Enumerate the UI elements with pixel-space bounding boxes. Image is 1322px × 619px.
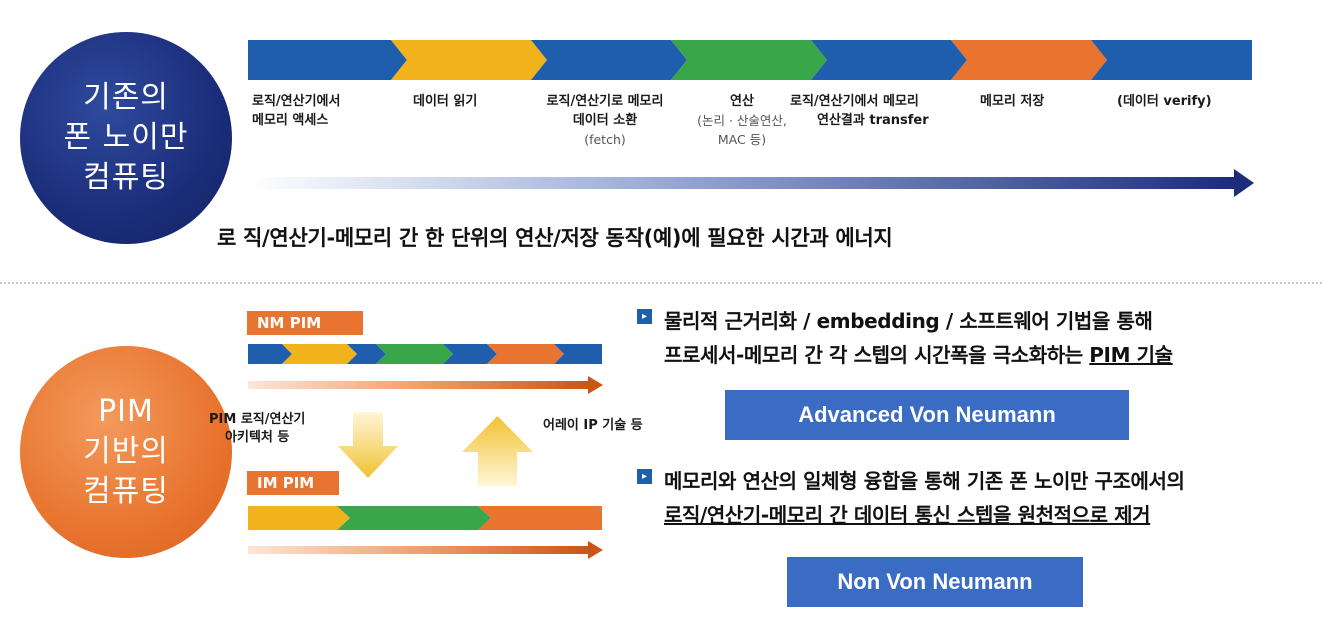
step-label-data-read: 데이터 읽기	[413, 92, 477, 111]
bullet-non-von-text: 메모리와 연산의 일체형 융합을 통해 기존 폰 노이만 구조에서의 로직/연산…	[664, 464, 1185, 532]
nm-time-arrow	[248, 376, 603, 394]
top-chevron-2	[391, 40, 547, 80]
step-label-compute: 연산 (논리 · 산술연산, MAC 등)	[672, 92, 812, 149]
top-chevron-5	[811, 40, 967, 80]
step-text: 로직/연산기로 메모리	[546, 94, 664, 109]
circle-line: 기반의	[83, 434, 169, 469]
step-subtext: (fetch)	[584, 132, 626, 147]
top-chevron-3	[531, 40, 687, 80]
array-ip-label: 어레이 IP 기술 등	[543, 418, 643, 433]
non-von-neumann-box: Non Von Neumann	[787, 557, 1083, 607]
bullet-line-plain: 프로세서-메모리 간 각 스텝의 시간폭을 극소화하는	[664, 343, 1090, 367]
pim-computing-circle: PIM 기반의 컴퓨팅	[20, 346, 232, 558]
step-text: 메모리 액세스	[252, 113, 329, 128]
circle-line: PIM	[98, 394, 154, 429]
step-label-memory-store: 메모리 저장	[980, 92, 1044, 111]
step-text: 연산	[730, 94, 754, 109]
bullet-line-underlined: 로직/연산기-메모리 간 데이터 통신 스텝을 원천적으로 제거	[664, 503, 1151, 527]
bullet-line: 물리적 근거리화 / embedding / 소프트웨어 기법을 통해	[664, 309, 1153, 333]
top-timeline-arrow	[248, 169, 1254, 197]
im-pim-bar	[248, 506, 602, 530]
circle-line: 폰 노이만	[63, 120, 189, 155]
bullet-line-underlined: PIM 기술	[1089, 343, 1173, 367]
down-arrow	[338, 412, 398, 478]
section-divider	[0, 282, 1322, 284]
top-chevron-4	[671, 40, 827, 80]
step-text: 메모리 저장	[980, 94, 1045, 109]
circle-line: 기존의	[83, 80, 169, 115]
up-arrow	[462, 416, 533, 486]
step-label-transfer: 로직/연산기에서 메모리 연산결과 transfer	[790, 92, 929, 130]
step-text: 로직/연산기에서	[252, 94, 341, 109]
step-label-fetch: 로직/연산기로 메모리 데이터 소환 (fetch)	[510, 92, 700, 149]
bullet-advanced-text: 물리적 근거리화 / embedding / 소프트웨어 기법을 통해 프로세서…	[664, 304, 1173, 372]
circle-line: 컴퓨팅	[83, 474, 169, 509]
step-label-verify: (데이터 verify)	[1117, 92, 1212, 111]
bullet-line: 프로세서-메모리 간 각 스텝의 시간폭을 극소화하는 PIM 기술	[664, 338, 1173, 372]
bullet-line: 메모리와 연산의 일체형 융합을 통해 기존 폰 노이만 구조에서의	[664, 469, 1185, 493]
top-caption: 로 직/연산기-메모리 간 한 단위의 연산/저장 동작(예)에 필요한 시간과…	[217, 226, 893, 250]
step-text: 데이터 소환	[572, 113, 638, 128]
label-line: 아키텍처 등	[225, 430, 290, 445]
advanced-von-neumann-box: Advanced Von Neumann	[725, 390, 1129, 440]
top-chevron-7	[1091, 40, 1252, 80]
bullet-advanced: ▸ 물리적 근거리화 / embedding / 소프트웨어 기법을 통해 프로…	[637, 304, 1173, 372]
nm-pim-bar	[248, 344, 602, 364]
bullet-non-von: ▸ 메모리와 연산의 일체형 융합을 통해 기존 폰 노이만 구조에서의 로직/…	[637, 464, 1185, 532]
bullet-arrow-icon: ▸	[637, 309, 652, 324]
bullet-arrow-icon: ▸	[637, 469, 652, 484]
step-text: 데이터 읽기	[413, 94, 478, 109]
step-text: 연산결과 transfer	[817, 113, 929, 128]
top-chevron-6	[951, 40, 1107, 80]
step-text: (데이터 verify)	[1117, 94, 1212, 109]
top-chevron-1	[248, 40, 407, 80]
step-label-memory-access: 로직/연산기에서 메모리 액세스	[252, 92, 340, 130]
conventional-von-neumann-circle: 기존의 폰 노이만 컴퓨팅	[20, 32, 232, 244]
nm-pim-tag: NM PIM	[247, 311, 363, 335]
step-subtext: MAC 등)	[717, 132, 767, 147]
pim-architecture-label: PIM 로직/연산기 아키텍처 등	[209, 411, 305, 447]
top-process-bar	[248, 40, 1252, 80]
label-line: PIM 로직/연산기	[209, 412, 306, 427]
im-time-arrow	[248, 541, 603, 559]
circle-line: 컴퓨팅	[83, 160, 169, 195]
step-text: 로직/연산기에서 메모리	[790, 94, 919, 109]
im-pim-tag: IM PIM	[247, 471, 339, 495]
step-subtext: (논리 · 산술연산,	[697, 113, 787, 128]
